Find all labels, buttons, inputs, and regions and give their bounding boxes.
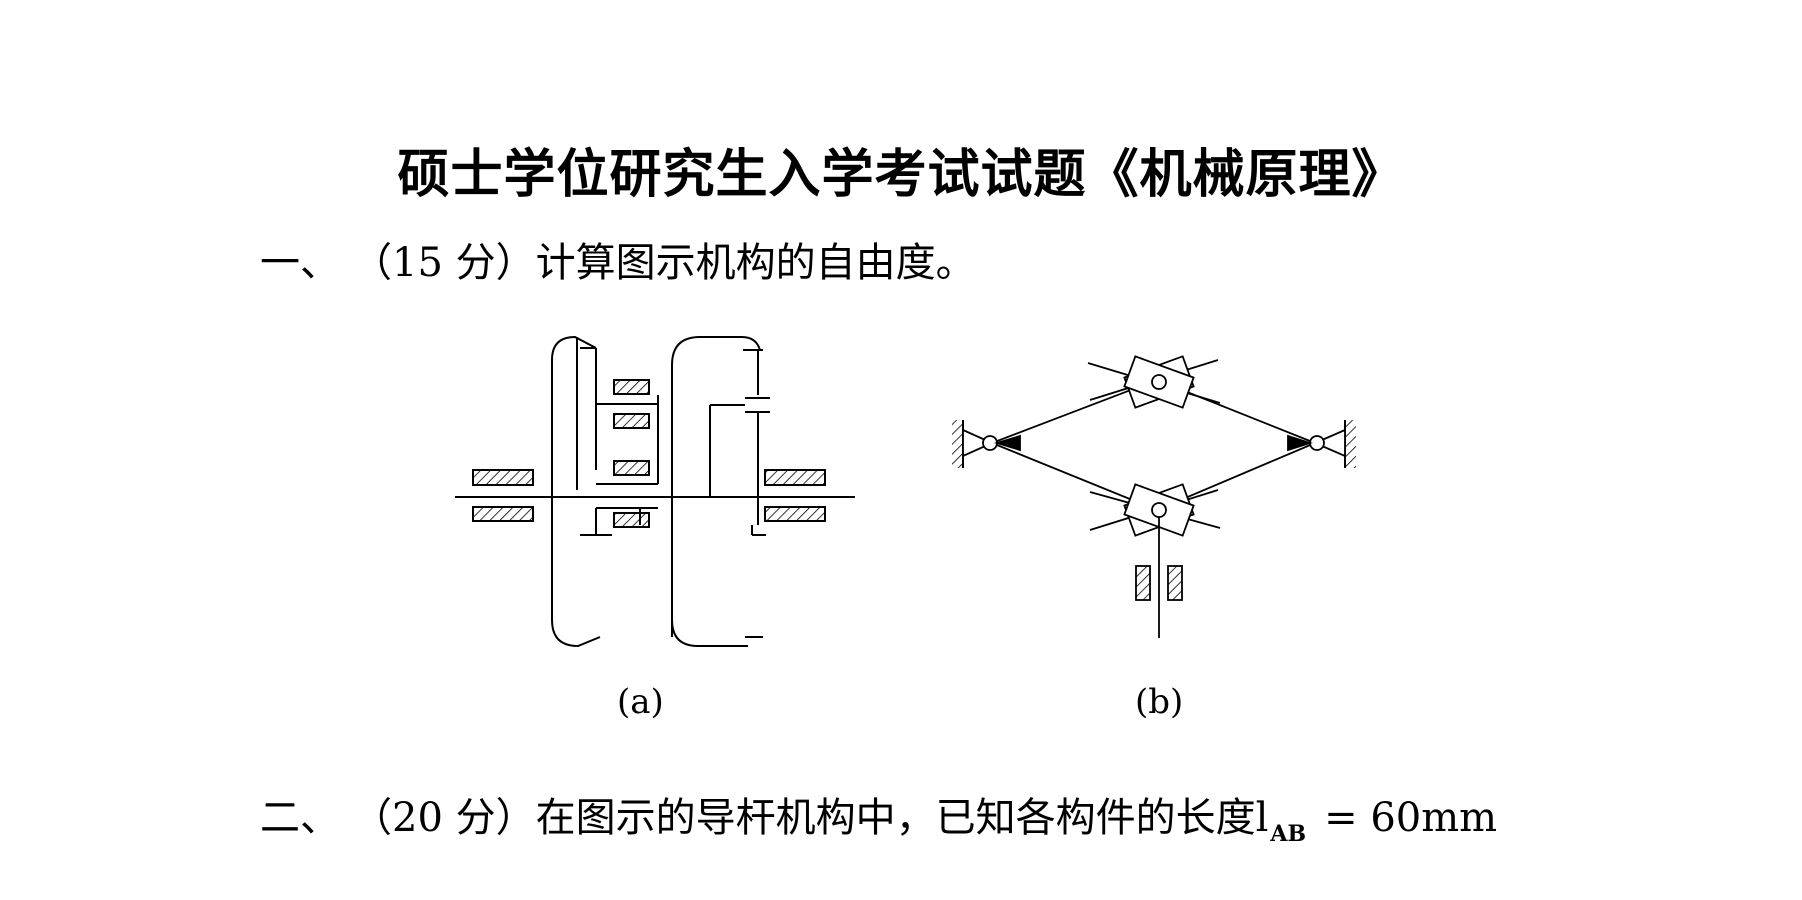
right-bearing-bottom [764,506,826,522]
planet-bearing-3 [613,460,650,476]
guide-right [1167,565,1183,601]
question-2-number: 二、 [260,795,340,841]
page-title: 硕士学位研究生入学考试试题《机械原理》 [397,145,1405,205]
right-bearing-top [764,469,826,486]
question-1: 一、 （15 分）计算图示机构的自由度。 [260,230,976,288]
figure-b-linkage [952,355,1356,638]
length-value: = 60mm [1324,795,1498,841]
question-2-points: （20 分） [352,795,536,841]
left-ground [952,420,963,468]
question-2-text: 在图示的导杆机构中，已知各构件的长度 [535,795,1256,841]
figure-a-caption: (a) [617,682,664,722]
middle-carrier [671,336,761,484]
length-symbol: l [1255,795,1269,841]
bottom-joint [1151,502,1167,518]
top-joint [1151,374,1167,390]
question-2: 二、 （20 分）在图示的导杆机构中，已知各构件的长度lAB = 60mm [260,785,1497,847]
left-carrier [551,335,601,648]
figure-a-gear-train [455,335,855,648]
question-1-points: （15 分） [352,240,536,286]
right-ground [1345,420,1356,468]
left-bearing-bottom [472,506,534,522]
length-subscript: AB [1270,821,1307,847]
question-1-text: 计算图示机构的自由度。 [535,240,976,286]
left-bearing-top [472,469,534,486]
planet-bearing-1 [613,379,650,395]
planet-bearing-4 [613,512,650,528]
figure-b-caption: (b) [1135,682,1184,722]
planet-bearing-2 [613,413,650,429]
guide-left [1135,565,1151,601]
question-1-number: 一、 [260,240,340,286]
